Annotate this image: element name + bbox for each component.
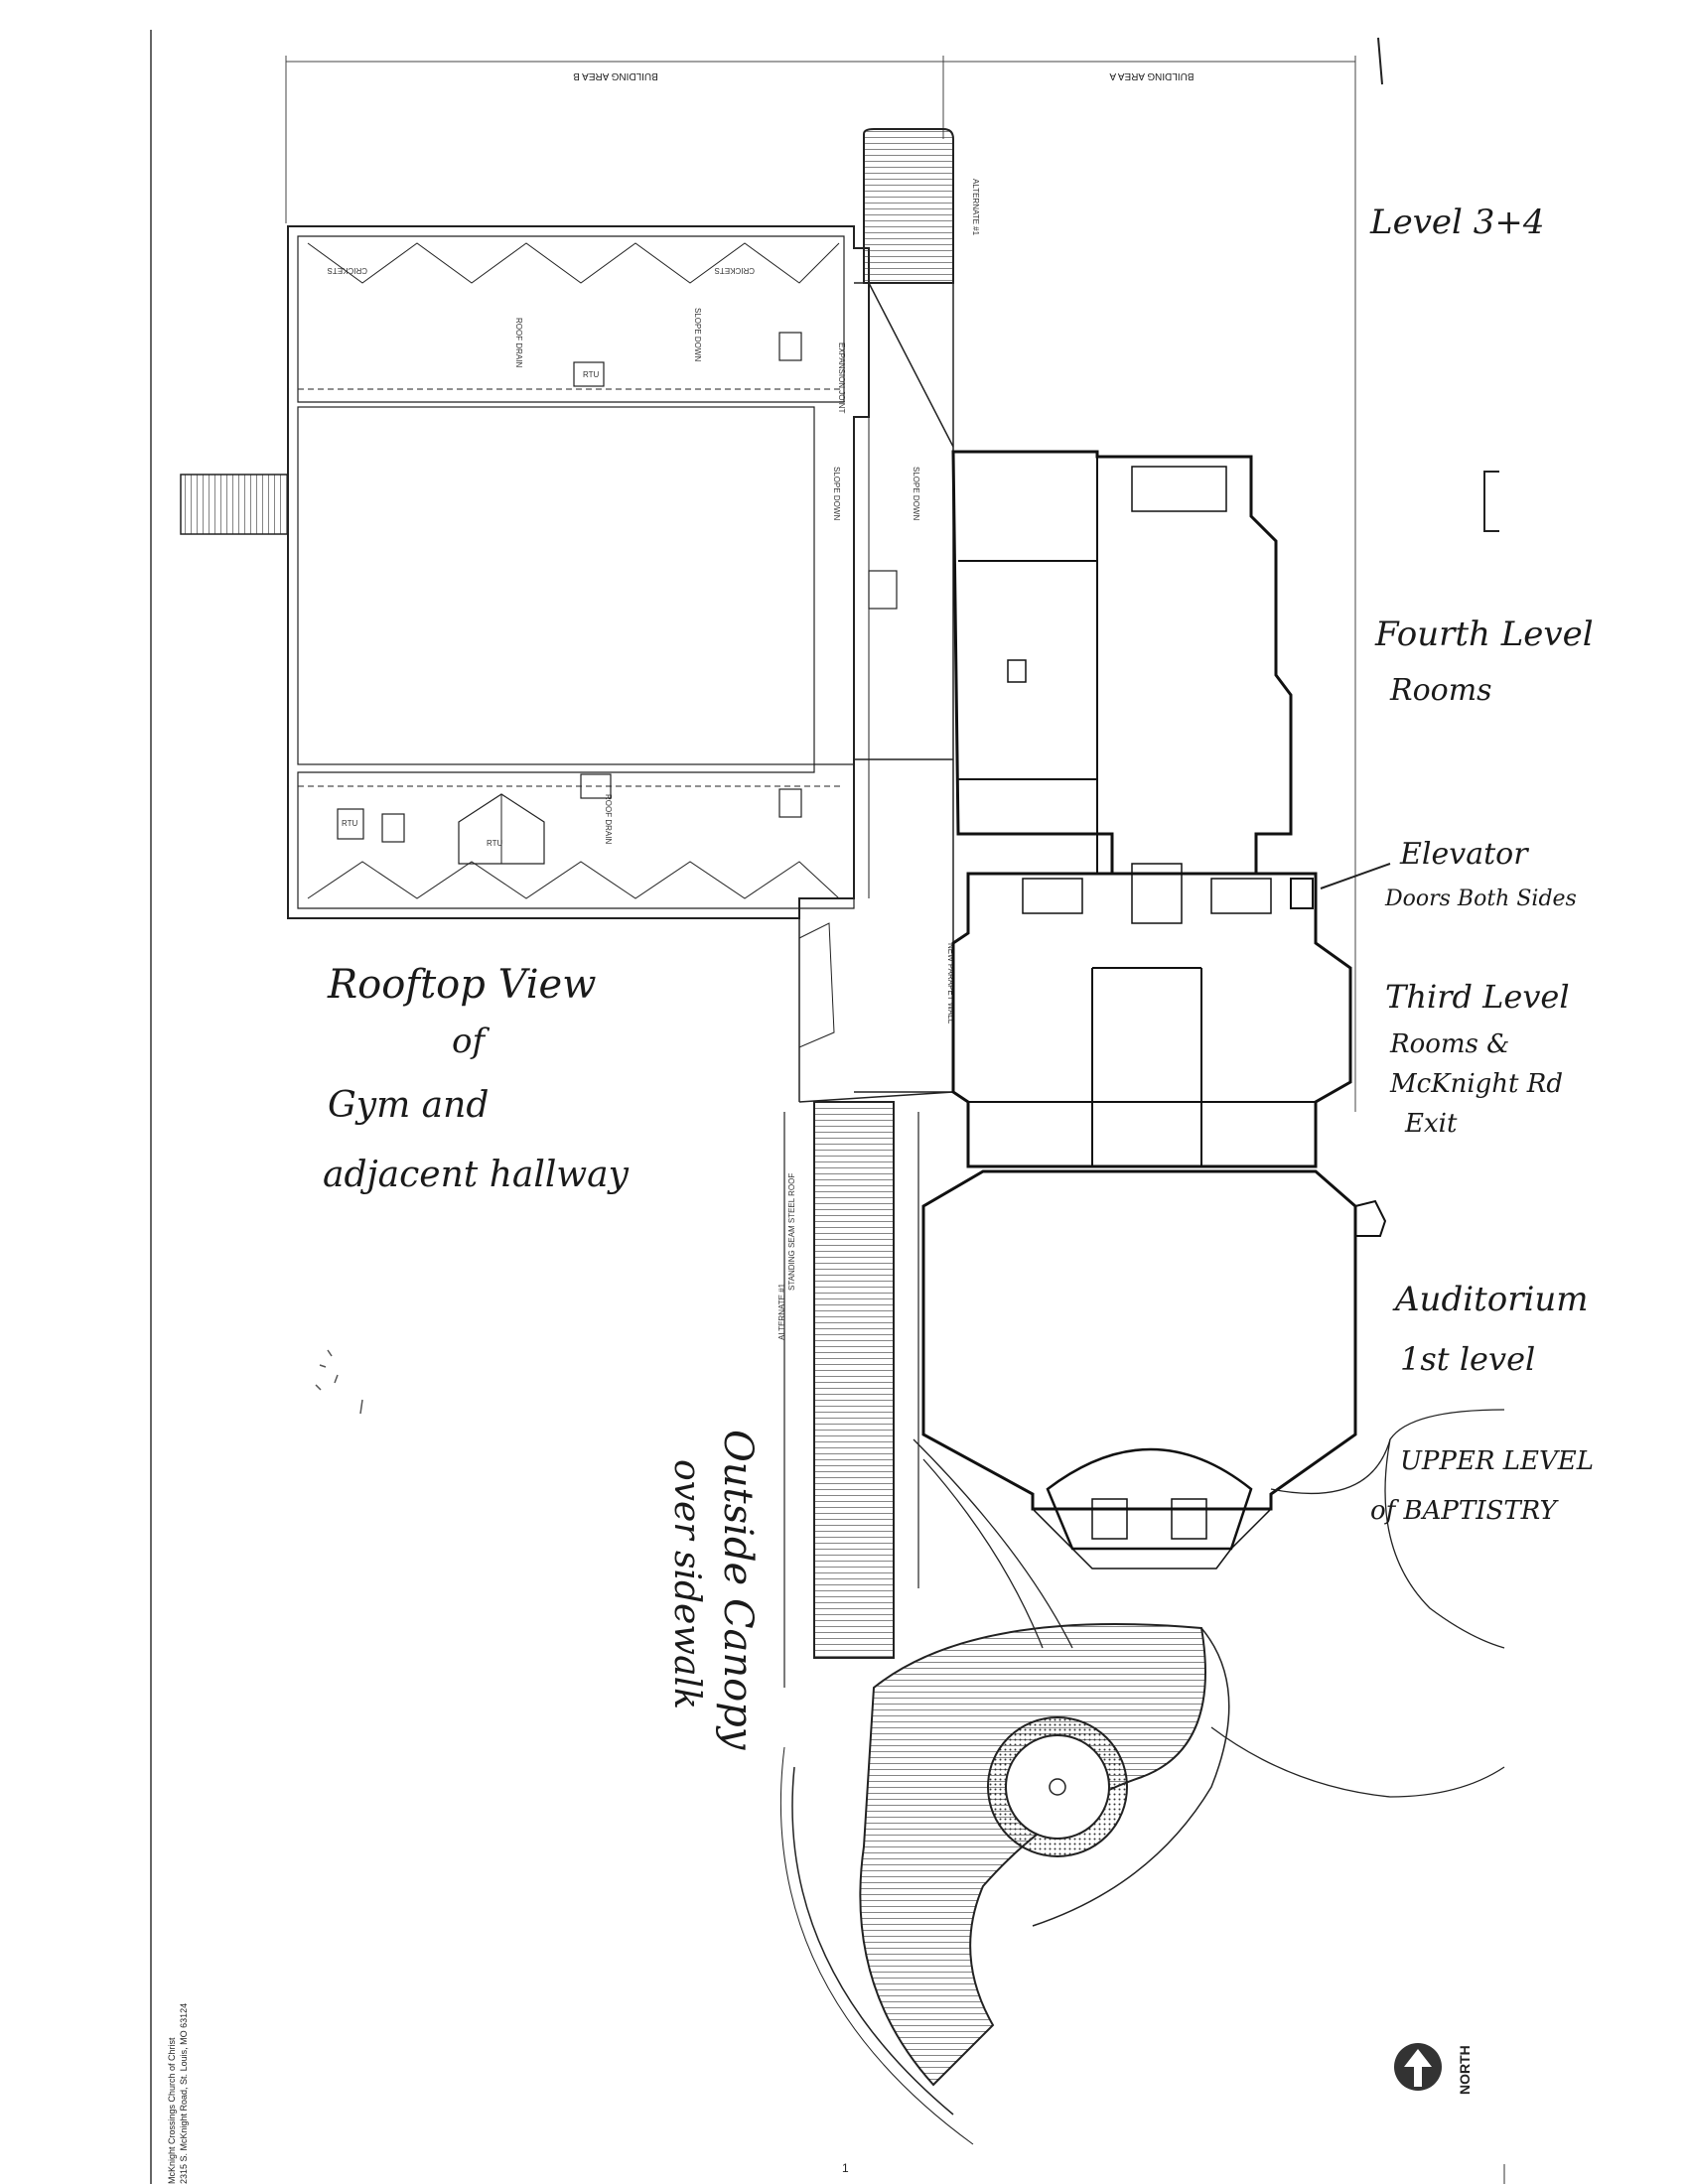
bracket-right	[1483, 471, 1499, 532]
north-canopy-stair: ALTERNATE #1	[863, 128, 980, 284]
mark-top-right	[1377, 37, 1383, 85]
pencil-smudge	[315, 1349, 363, 1415]
annotation-level-34: Level 3+4	[1369, 203, 1544, 242]
auditorium	[921, 1169, 1387, 1511]
handwritten-annotations: Level 3+4 Fourth Level Rooms Elevator Do…	[315, 37, 1594, 1751]
annotation-third-level-3: McKnight Rd	[1389, 1069, 1563, 1099]
annotation-canopy-2: over sidewalk	[666, 1459, 707, 1709]
building-area-a-label: BUILDING AREA A	[1109, 70, 1194, 81]
crickets-label-2: CRICKETS	[715, 266, 755, 275]
site-lines	[913, 1409, 1505, 1798]
annotation-fourth-level-2: Rooms	[1389, 673, 1492, 708]
gym-roof	[287, 225, 870, 919]
annotation-fourth-level-1: Fourth Level	[1374, 614, 1594, 654]
elevator-leader	[1320, 863, 1391, 889]
rtu-label-2: RTU	[487, 839, 503, 848]
title-block-line2: 2315 S. McKnight Road, St. Louis, MO 631…	[179, 2003, 189, 2184]
annotation-elevator-1: Elevator	[1399, 837, 1529, 872]
annotation-auditorium-2: 1st level	[1400, 1340, 1535, 1378]
standing-seam-label: STANDING SEAM STEEL ROOF	[787, 1173, 796, 1291]
spiral-canopy	[779, 1623, 1230, 2145]
slope-down-label-1: SLOPE DOWN	[693, 308, 702, 361]
building-area-dimensions: BUILDING AREA B BUILDING AREA A	[285, 56, 1356, 1112]
crickets-label-1: CRICKETS	[328, 266, 367, 275]
annotation-elevator-2: Doors Both Sides	[1384, 887, 1577, 911]
annotation-third-level-2: Rooms &	[1389, 1029, 1509, 1059]
roof-drain-label: ROOF DRAIN	[514, 318, 523, 367]
north-label: NORTH	[1457, 2045, 1473, 2095]
annotation-rooftop-1: Rooftop View	[327, 962, 596, 1008]
rtu-label-3: RTU	[342, 819, 358, 828]
annotation-third-level-1: Third Level	[1385, 978, 1570, 1016]
sidewalk-canopy-strip: STANDING SEAM STEEL ROOF ALTERNATE #1	[777, 1101, 919, 1688]
title-block-line1: McKnight Crossings Church of Christ	[167, 2037, 177, 2184]
annotation-baptistry-2: of BAPTISTRY	[1370, 1496, 1559, 1526]
alternate-label-strip: ALTERNATE #1	[777, 1283, 786, 1340]
hallway-roof	[798, 282, 954, 1103]
roof-drain-label-2: ROOF DRAIN	[604, 794, 613, 844]
fourth-level-rooms	[951, 450, 1293, 876]
annotation-auditorium-1: Auditorium	[1392, 1280, 1589, 1319]
north-arrow-icon: NORTH	[1394, 2043, 1473, 2095]
building-area-b-label: BUILDING AREA B	[573, 70, 658, 81]
annotation-rooftop-2: of	[452, 1022, 490, 1061]
annotation-baptistry-1: UPPER LEVEL	[1400, 1446, 1594, 1476]
annotation-rooftop-3: Gym and	[328, 1085, 489, 1126]
annotation-rooftop-4: adjacent hallway	[323, 1155, 630, 1195]
slope-down-label-2: SLOPE DOWN	[832, 467, 841, 520]
west-stair	[180, 474, 289, 535]
annotation-canopy-1: Outside Canopy	[715, 1430, 761, 1751]
rtu-label-1: RTU	[583, 370, 600, 379]
new-parapet-wall-label: NEW PARAPET WALL	[946, 943, 955, 1024]
third-level-rooms	[951, 863, 1352, 1168]
baptistry	[1032, 1447, 1272, 1570]
slope-down-label-3: SLOPE DOWN	[912, 467, 920, 520]
alternate-label-top: ALTERNATE #1	[971, 179, 980, 236]
annotation-third-level-4: Exit	[1404, 1109, 1458, 1139]
expansion-joint-label: EXPANSION JOINT	[837, 342, 846, 414]
sheet-number: 1	[842, 2161, 849, 2175]
